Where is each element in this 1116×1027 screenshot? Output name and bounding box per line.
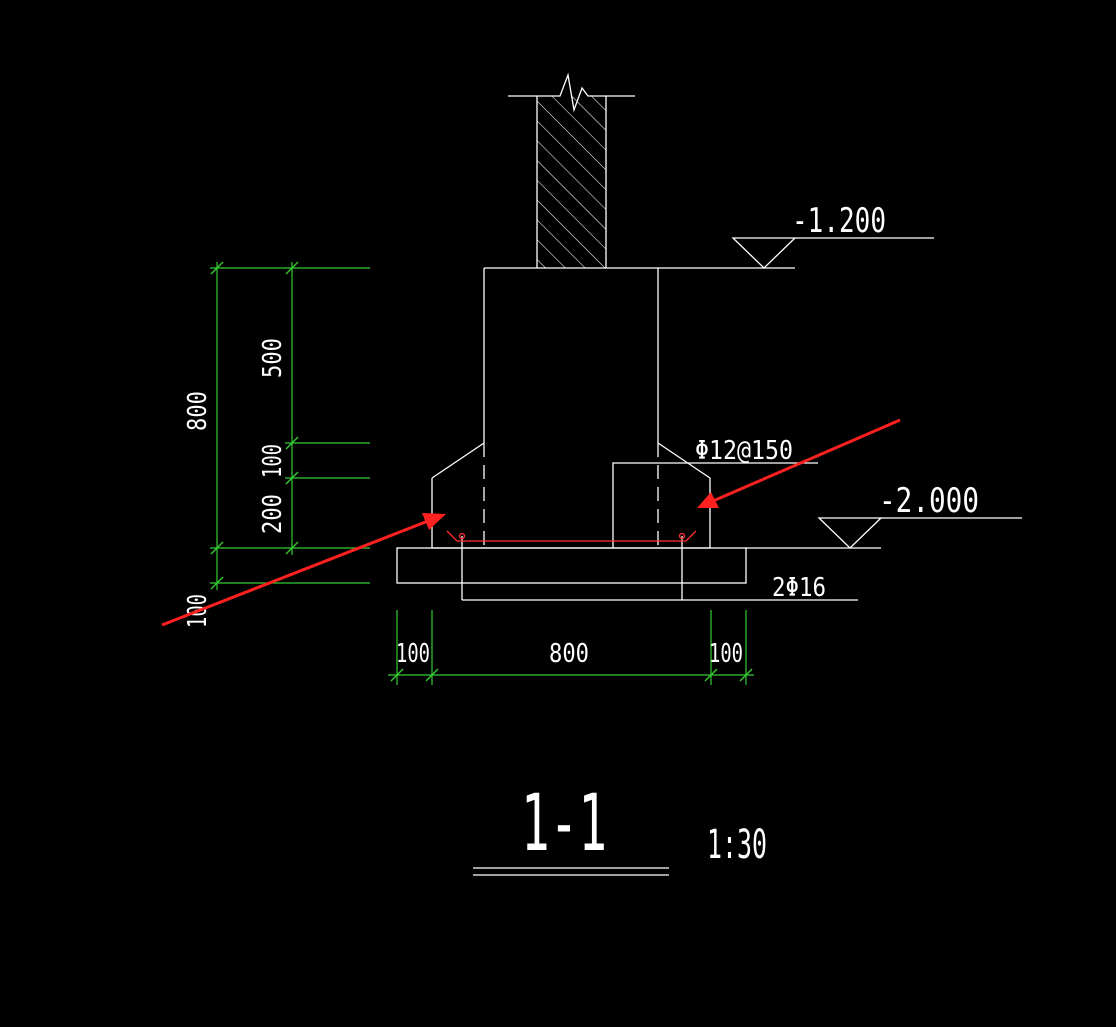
break-line bbox=[508, 72, 635, 113]
vertical-dimension-labels: 800 500 100 200 100 bbox=[183, 338, 288, 628]
section-title: 1-1 1:30 bbox=[473, 779, 767, 876]
horizontal-dimension-labels: 100 800 100 bbox=[396, 639, 743, 669]
dim-label-200: 200 bbox=[258, 494, 288, 534]
elevation-bottom: -2.000 bbox=[746, 481, 1022, 549]
dim-label-800: 800 bbox=[183, 391, 213, 431]
elevation-top: -1.200 bbox=[731, 201, 934, 269]
wall-hatch bbox=[537, 96, 606, 268]
dim-label-mid-800: 800 bbox=[549, 639, 589, 669]
dim-label-100: 100 bbox=[258, 444, 288, 478]
section-scale-label: 1:30 bbox=[707, 822, 767, 868]
vertical-dimensions bbox=[210, 261, 370, 590]
dim-label-500: 500 bbox=[258, 338, 288, 378]
wall bbox=[508, 72, 635, 268]
annotation-arrow-left bbox=[161, 513, 446, 627]
concrete-pad bbox=[396, 536, 858, 601]
foundation-outline bbox=[431, 267, 818, 549]
rebar-main-label: 2Φ16 bbox=[772, 573, 826, 603]
horizontal-dimensions bbox=[388, 610, 754, 685]
rebar-distribution-label: Φ12@150 bbox=[695, 436, 793, 466]
dim-label-right-100: 100 bbox=[709, 639, 743, 669]
elevation-top-label: -1.200 bbox=[792, 201, 886, 241]
rebar bbox=[446, 530, 697, 542]
dim-label-left-100: 100 bbox=[396, 639, 430, 669]
annotation-arrow-right bbox=[697, 418, 901, 508]
elevation-bottom-label: -2.000 bbox=[879, 481, 979, 521]
section-title-label: 1-1 bbox=[521, 779, 607, 869]
